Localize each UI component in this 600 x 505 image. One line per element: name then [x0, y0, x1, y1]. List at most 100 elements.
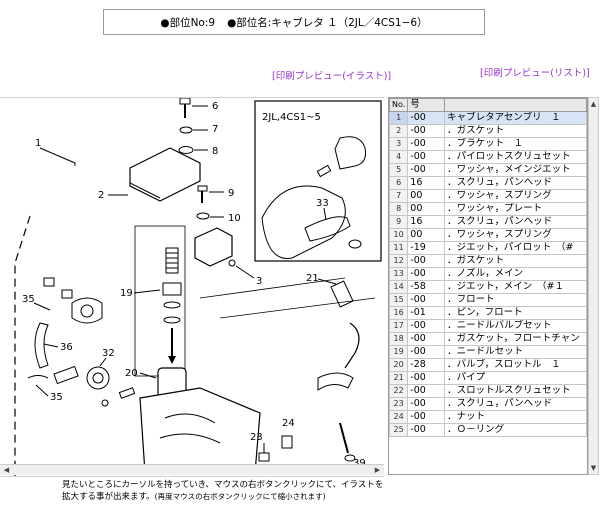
help-text-line-2-note: (再度マウスの右ボタンクリックにて縮小されます): [154, 492, 326, 501]
cell-no: 7: [389, 189, 409, 203]
left-arrow-icon[interactable]: ◀: [3, 466, 10, 474]
callout-35a: 35: [22, 294, 35, 305]
screw-23: [258, 452, 270, 462]
table-row[interactable]: 5-00．ワッシャ，メインジエット: [389, 163, 587, 177]
cell-code: -00: [407, 332, 446, 346]
cell-no: 18: [389, 332, 409, 346]
cell-name: ．スクリュ，パンヘッド: [444, 397, 587, 411]
cell-code: -19: [407, 241, 446, 255]
print-preview-list-link[interactable]: [印刷プレビュー(リスト)]: [480, 68, 590, 79]
table-row[interactable]: 24-00．ナット: [389, 410, 587, 424]
cell-no: 23: [389, 397, 409, 411]
cell-code: -00: [407, 150, 446, 164]
right-arrow-icon[interactable]: ▶: [374, 466, 381, 474]
callout-8: 8: [212, 146, 218, 157]
callout-33: 33: [316, 198, 329, 209]
callout-2: 2: [98, 190, 104, 201]
up-arrow-icon[interactable]: ▲: [590, 100, 597, 108]
inset-hose: [304, 216, 351, 242]
cell-code: -00: [407, 397, 446, 411]
cell-code: -00: [407, 254, 446, 268]
table-row[interactable]: 17-00．ニードルバルブセット: [389, 319, 587, 333]
cell-code: -00: [407, 384, 446, 398]
table-row[interactable]: 14-58．ジエット，メイン （#１: [389, 280, 587, 294]
clamp-3: [194, 227, 233, 267]
cell-no: 16: [389, 306, 409, 320]
cell-no: 8: [389, 202, 409, 216]
screw-35a: [43, 277, 55, 287]
callout-39: 39: [353, 458, 366, 469]
callout-35b: 35: [50, 392, 63, 403]
spring-left: [53, 365, 79, 385]
table-row[interactable]: 22-00．スロットルスクリュセット: [389, 384, 587, 398]
table-row[interactable]: 3-00．ブラケット １: [389, 137, 587, 151]
table-row[interactable]: 13-00．ノズル，メイン: [389, 267, 587, 281]
parts-list-vertical-scrollbar[interactable]: ▲ ▼: [588, 97, 599, 475]
table-row[interactable]: 15-00．フロート: [389, 293, 587, 307]
inset-frame: [254, 100, 382, 262]
cell-no: 6: [389, 176, 409, 190]
cell-name: ．ガスケット，フロートチャン: [444, 332, 587, 346]
cell-name: ．パイプ: [444, 371, 587, 385]
table-row[interactable]: 4-00．パイロットスクリュセット: [389, 150, 587, 164]
print-preview-illustration-link[interactable]: [印刷プレビュー(イラスト)]: [272, 71, 392, 82]
cell-name: ．スクリュ，パンヘッド: [444, 176, 587, 190]
table-row[interactable]: 23-00．スクリュ，パンヘッド: [389, 397, 587, 411]
table-row[interactable]: 19-00．ニードルセット: [389, 345, 587, 359]
cell-name: ．バルブ，スロットル １: [444, 358, 587, 372]
cell-name: ．ノズル，メイン: [444, 267, 587, 281]
callout-10: 10: [228, 213, 241, 224]
inset-hose-end: [348, 239, 362, 249]
help-text-line-1: 見たいところにカーソルを持っていき、マウスの右ボタンクリックにて、イラストを: [62, 480, 384, 490]
screw-9: [197, 185, 208, 192]
table-row[interactable]: 18-00．ガスケット，フロートチャン: [389, 332, 587, 346]
cell-code: -00: [407, 137, 446, 151]
washer-7: [179, 126, 193, 134]
callout-20: 20: [125, 368, 138, 379]
callout-23: 23: [250, 432, 263, 443]
cell-code: 16: [407, 215, 446, 229]
help-text: 見たいところにカーソルを持っていき、マウスの右ボタンクリックにて、イラストを 拡…: [62, 479, 532, 503]
spring: [165, 247, 179, 274]
cell-no: 9: [389, 215, 409, 229]
pipe-21: [330, 280, 354, 308]
cell-no: 3: [389, 137, 409, 151]
exploded-parts-diagram[interactable]: 2JL,4CS1~5 33 1 6 7 8 2 9: [0, 97, 384, 477]
column-header-no: No.: [389, 98, 409, 112]
screw-6: [179, 98, 191, 118]
part-number: ●部位No:9: [160, 16, 216, 29]
cell-no: 5: [389, 163, 409, 177]
cell-code: -00: [407, 371, 446, 385]
cell-no: 13: [389, 267, 409, 281]
cell-no: 1: [389, 111, 409, 125]
cell-code: -00: [407, 163, 446, 177]
illustration-horizontal-scrollbar[interactable]: ◀ ▶: [0, 464, 384, 475]
table-row[interactable]: 12-00．ガスケット: [389, 254, 587, 268]
table-row[interactable]: 20-28．バルブ，スロットル １: [389, 358, 587, 372]
leader-1: [39, 147, 76, 166]
table-row[interactable]: 21-00．パイプ: [389, 371, 587, 385]
table-row[interactable]: 25-00．Ｏ－リング: [389, 423, 587, 437]
bracket-2: [129, 147, 201, 202]
down-arrow-icon[interactable]: ▼: [590, 464, 597, 472]
column-header-code: 号: [407, 98, 446, 112]
cell-no: 10: [389, 228, 409, 242]
part-name: ●部位名:キャブレタ １（2JL／4CS1−6）: [227, 16, 428, 29]
table-row[interactable]: 16-01．ピン，フロート: [389, 306, 587, 320]
cell-code: -00: [407, 423, 446, 437]
column-header-name: [444, 98, 587, 112]
table-row[interactable]: 11-19．ジエット，パイロット （#: [389, 241, 587, 255]
table-row[interactable]: 2-00．ガスケット: [389, 124, 587, 138]
cell-no: 15: [389, 293, 409, 307]
cell-no: 22: [389, 384, 409, 398]
joint: [71, 297, 103, 324]
cell-no: 2: [389, 124, 409, 138]
